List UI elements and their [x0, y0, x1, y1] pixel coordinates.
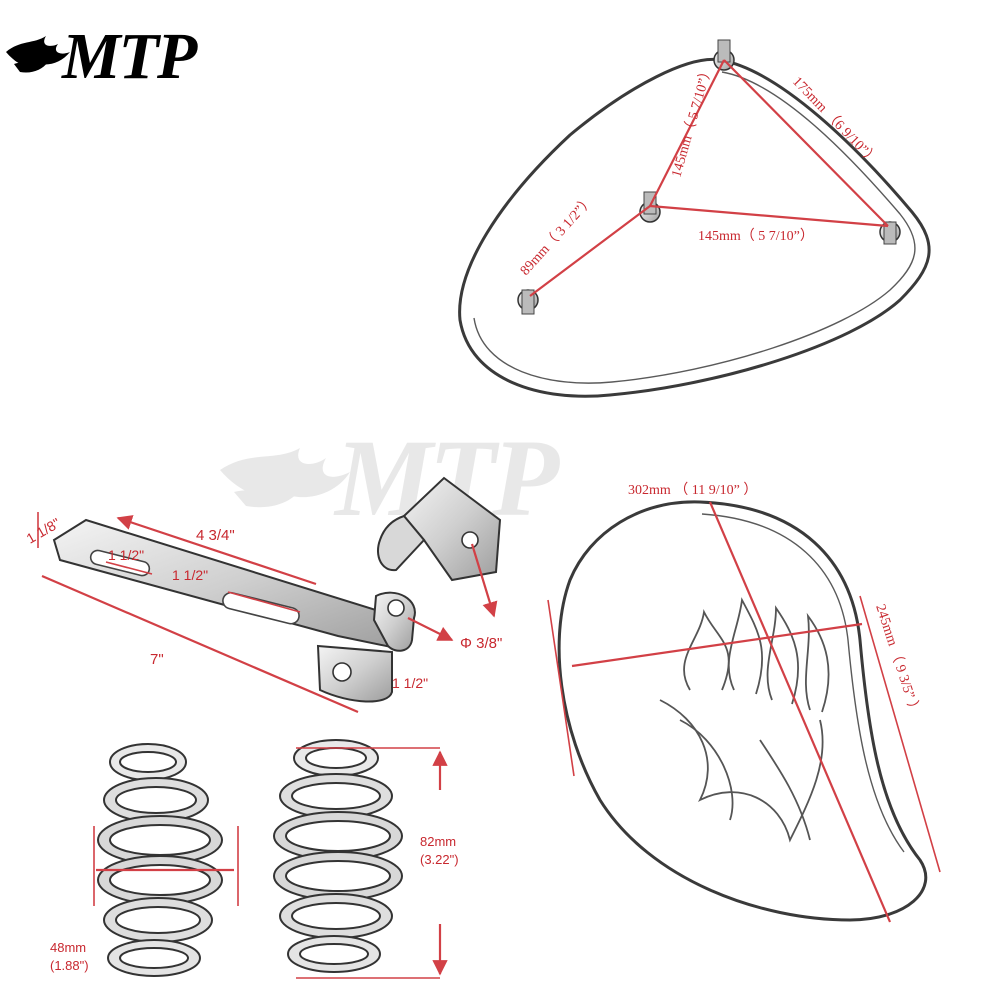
- dim-line-245: [708, 501, 892, 923]
- dim-line-7: [41, 574, 359, 714]
- dim-line-145b: [649, 204, 889, 228]
- brand-logo: MTP: [6, 20, 200, 93]
- label-1-1-2b: 1 1/2": [172, 567, 208, 583]
- watermark: MTP: [220, 417, 564, 539]
- seat-stud: [713, 39, 735, 71]
- dim-line-1-1-2b: [227, 591, 301, 613]
- label-7: 7": [150, 651, 164, 668]
- dim-line-4-3-4: [116, 515, 317, 586]
- spring-right: [273, 739, 403, 973]
- label-48mm: 48mm: [50, 940, 86, 955]
- label-302: 302mm （ 11 9/10” ）: [628, 482, 757, 498]
- label-145a: 145mm（ 5 7/10”）: [668, 63, 715, 179]
- flame-emboss: [659, 597, 830, 843]
- seat-top: 175mm （6 9/10”） 145mm（ 5 7/10”） 145mm（ 5…: [458, 39, 931, 398]
- dim-line-hole: [470, 543, 498, 618]
- dim-line-1-1-2c: [407, 617, 454, 641]
- logo-text: MTP: [61, 20, 198, 93]
- label-89: 89mm（ 3 1/2”）: [517, 192, 597, 278]
- dim-line-175: [723, 59, 889, 227]
- label-4-3-4: 4 3/4": [196, 527, 235, 544]
- dim-ext-right: [859, 595, 941, 873]
- spring-dimensions: 48mm (1.88") 82mm (3.22"): [50, 747, 459, 979]
- seat-flame: 302mm （ 11 9/10” ） 245mm （ 9 3/5” ）: [547, 482, 941, 923]
- label-1-1-2c: 1 1/2": [392, 675, 428, 691]
- label-48in: (1.88"): [50, 958, 89, 973]
- label-82in: (3.22"): [420, 852, 459, 867]
- dim-line-145a: [649, 59, 725, 207]
- mount-bracket: 1 1/8" 4 3/4" 1 1/2" 1 1/2" 7" 1 1/2" Φ …: [24, 476, 502, 714]
- dim-line-89: [529, 205, 651, 297]
- label-175: 175mm （6 9/10”）: [789, 74, 881, 168]
- label-hole: Φ 3/8": [460, 635, 502, 652]
- dim-ext-left: [547, 599, 575, 777]
- seat-stud: [879, 221, 901, 245]
- spring-left: [97, 743, 223, 977]
- dim-line-1-1-2a: [105, 561, 153, 575]
- label-245: 245mm （ 9 3/5” ）: [872, 602, 923, 717]
- label-145b: 145mm（ 5 7/10”）: [698, 228, 814, 244]
- dim-line-302: [571, 622, 863, 668]
- label-82mm: 82mm: [420, 834, 456, 849]
- label-1-1-2a: 1 1/2": [108, 547, 144, 563]
